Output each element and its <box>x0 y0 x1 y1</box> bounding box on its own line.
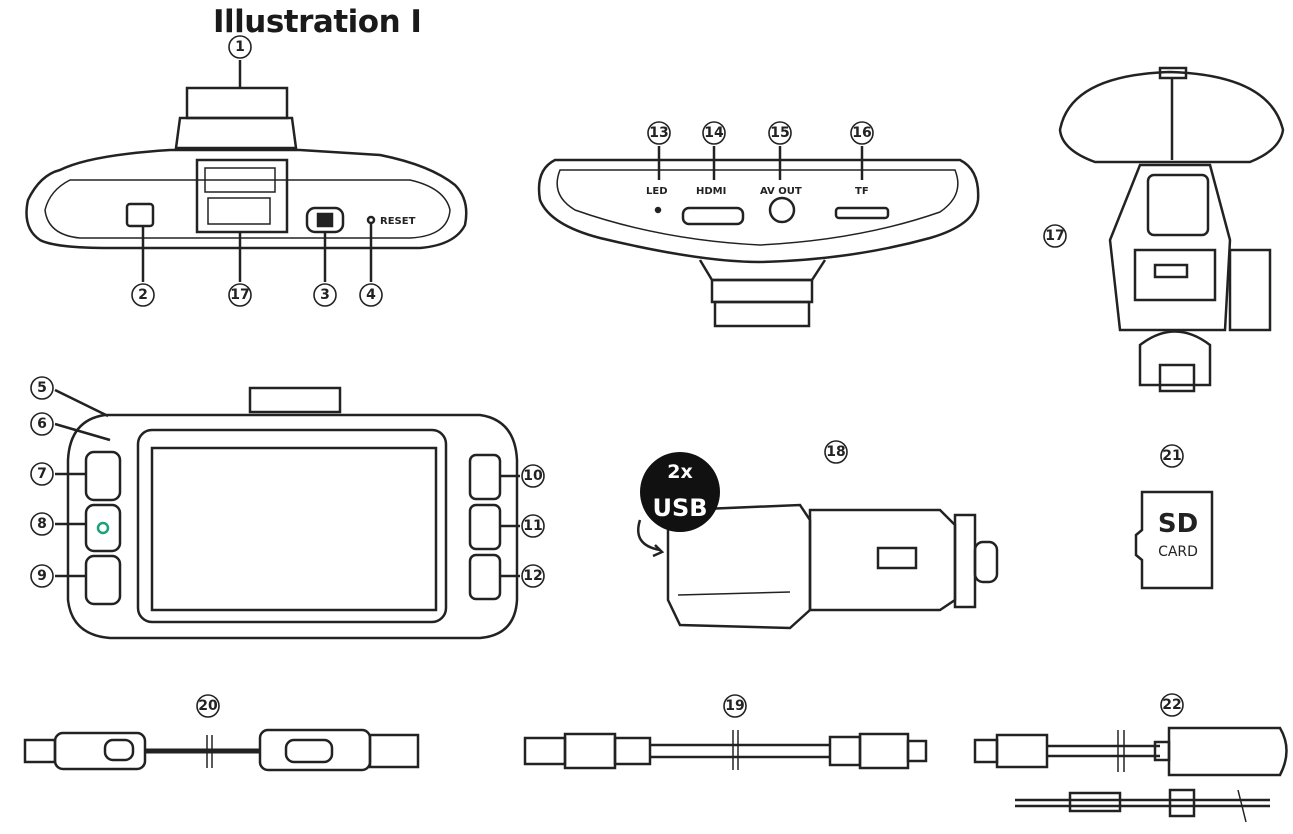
svg-text:8: 8 <box>37 516 47 532</box>
svg-text:10: 10 <box>523 468 543 484</box>
svg-text:14: 14 <box>704 125 724 141</box>
led-label: LED <box>646 186 668 197</box>
svg-text:1: 1 <box>235 39 245 55</box>
callout-21: 21 <box>1160 444 1184 468</box>
illustration-title: Illustration I <box>213 4 422 40</box>
svg-text:7: 7 <box>37 466 47 482</box>
svg-text:12: 12 <box>523 568 542 584</box>
callout-12: 12 <box>521 564 545 588</box>
callout-16: 16 <box>850 121 874 145</box>
svg-text:4: 4 <box>366 287 376 303</box>
svg-text:11: 11 <box>523 518 542 534</box>
callout-18: 18 <box>824 440 848 464</box>
camera-front-view <box>54 386 520 640</box>
callout-7: 7 <box>30 462 54 486</box>
svg-text:6: 6 <box>37 416 47 432</box>
callout-19: 19 <box>723 694 747 718</box>
svg-text:16: 16 <box>852 125 871 141</box>
svg-text:15: 15 <box>770 125 789 141</box>
camera-bottom-view <box>537 146 980 328</box>
callout-9: 9 <box>30 564 54 588</box>
reset-label: RESET <box>380 216 416 227</box>
av-out-label: AV OUT <box>760 186 802 197</box>
callout-5: 5 <box>30 376 54 400</box>
svg-text:21: 21 <box>1162 448 1181 464</box>
svg-text:22: 22 <box>1162 697 1181 713</box>
callout-1: 1 <box>228 35 252 59</box>
hardwire-kit <box>973 726 1288 823</box>
callout-15: 15 <box>768 121 792 145</box>
svg-text:17: 17 <box>1045 228 1064 244</box>
svg-text:9: 9 <box>37 568 47 584</box>
power-cable <box>23 728 420 772</box>
svg-text:5: 5 <box>37 380 47 396</box>
svg-text:20: 20 <box>198 698 218 714</box>
svg-text:3: 3 <box>320 287 330 303</box>
svg-text:19: 19 <box>725 698 744 714</box>
callout-17a: 17 <box>228 283 252 307</box>
callout-11: 11 <box>521 514 545 538</box>
sd-card <box>1134 490 1214 590</box>
callout-17b: 17 <box>1043 224 1067 248</box>
callout-20: 20 <box>196 694 220 718</box>
svg-text:2: 2 <box>138 287 148 303</box>
svg-text:17: 17 <box>230 287 249 303</box>
camera-top-view <box>25 60 468 282</box>
hdmi-label: HDMI <box>696 186 726 197</box>
sd-card-line1: SD <box>1158 509 1198 539</box>
callout-2: 2 <box>131 283 155 307</box>
callout-14: 14 <box>702 121 726 145</box>
svg-text:13: 13 <box>649 125 668 141</box>
usb-badge <box>640 452 720 532</box>
callout-22: 22 <box>1160 693 1184 717</box>
usb-badge-bottom: USB <box>652 494 707 522</box>
callout-8: 8 <box>30 512 54 536</box>
car-charger <box>637 503 999 630</box>
suction-mount <box>1058 66 1285 393</box>
usb-badge-top: 2x <box>667 461 692 483</box>
usb-cable <box>523 730 928 770</box>
tf-label: TF <box>855 186 869 197</box>
callout-3: 3 <box>313 283 337 307</box>
callout-6: 6 <box>30 412 54 436</box>
callout-4: 4 <box>359 283 383 307</box>
callout-13: 13 <box>647 121 671 145</box>
callout-10: 10 <box>521 464 545 488</box>
svg-text:18: 18 <box>826 444 845 460</box>
sd-card-line2: CARD <box>1158 544 1198 560</box>
